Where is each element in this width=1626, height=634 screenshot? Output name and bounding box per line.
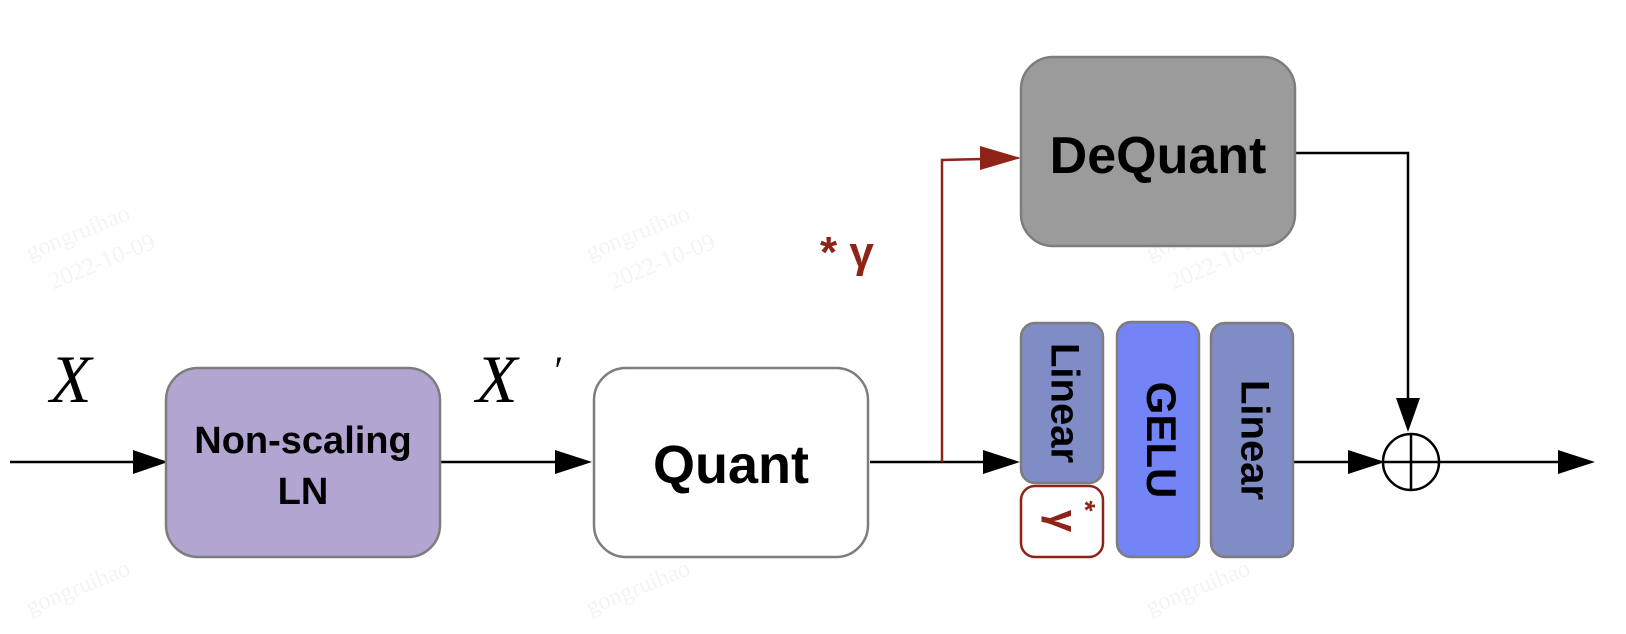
scale-branch: * γ — [820, 146, 1021, 462]
dequant-box — [1019, 55, 1297, 248]
watermark-author: gongruihao — [1143, 556, 1254, 621]
quant-block: Quant — [592, 366, 870, 559]
gamma-scale-box — [1019, 484, 1105, 559]
arrowhead-linear — [983, 450, 1020, 474]
linear-box-1 — [1019, 321, 1105, 485]
linear-box-2 — [1209, 321, 1295, 559]
gamma-symbol: γ — [1041, 510, 1085, 533]
dequant-block: DeQuant — [1019, 55, 1297, 248]
linear-label-1: Linear — [1042, 343, 1086, 463]
watermark-author: gongruihao — [23, 556, 134, 621]
scale-label: * γ — [820, 228, 874, 277]
linear-block-1: Linear — [1019, 321, 1105, 485]
ln-label-line2: LN — [278, 471, 329, 513]
watermark-author: gongruihao — [583, 556, 694, 621]
add-node — [1381, 432, 1441, 492]
gelu-label: GELU — [1138, 382, 1185, 499]
dequant-label: DeQuant — [1050, 127, 1267, 185]
input-x-label: X — [47, 341, 94, 417]
arrowhead-quant — [555, 450, 592, 474]
quant-label: Quant — [653, 435, 809, 495]
arrowhead-dequant-add — [1396, 398, 1420, 432]
gamma-scale-block: γ * — [1019, 484, 1105, 559]
scale-branch-line — [940, 157, 983, 462]
dequant-to-add-line — [1293, 151, 1410, 402]
gelu-box — [1115, 320, 1201, 559]
linear-label-2: Linear — [1232, 380, 1276, 500]
arrowhead-add — [1348, 450, 1385, 474]
arrowhead-input — [133, 450, 168, 474]
arrowhead-dequant — [980, 146, 1021, 170]
non-scaling-ln-box — [164, 366, 442, 559]
arrowheads — [133, 398, 1595, 474]
linear-block-2: Linear — [1209, 321, 1295, 559]
ln-label-line1: Non-scaling — [194, 420, 411, 462]
quant-box — [592, 366, 870, 559]
normalized-x-label: X — [473, 341, 520, 417]
flow-lines — [10, 151, 1568, 464]
gamma-star: * — [1070, 501, 1101, 512]
arrowhead-output — [1558, 450, 1595, 474]
non-scaling-ln-block: Non-scaling LN — [164, 366, 442, 559]
prime-mark: ′ — [552, 348, 562, 393]
gelu-block: GELU — [1115, 320, 1201, 559]
